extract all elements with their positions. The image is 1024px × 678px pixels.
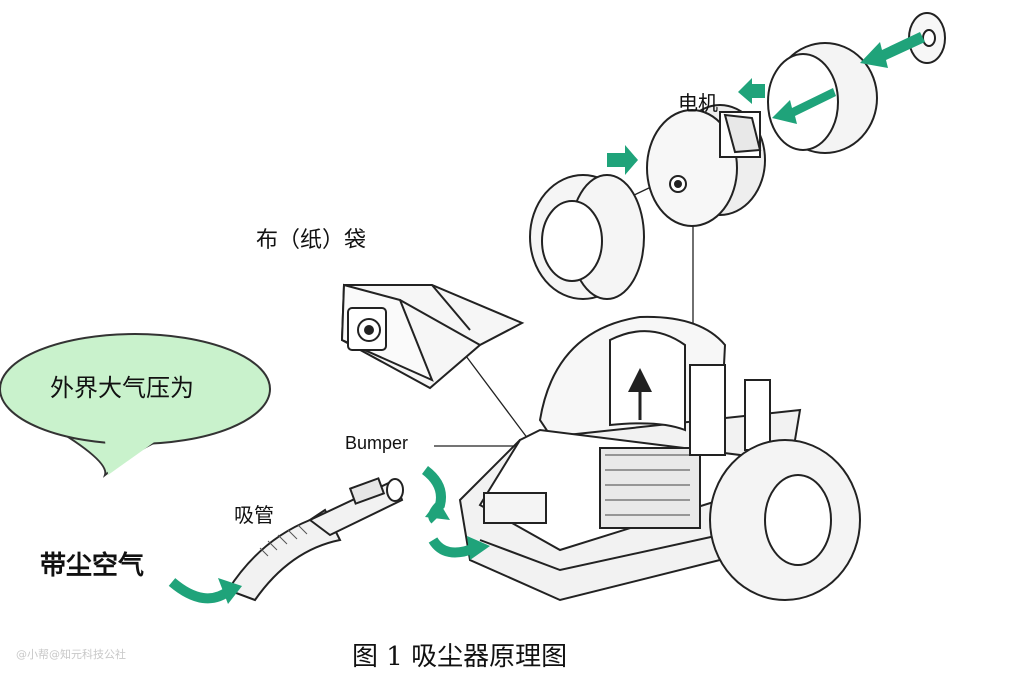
arrow-rear-filter (772, 88, 836, 124)
hose (226, 477, 404, 602)
label-motor: 电机 (678, 91, 718, 115)
arrow-head-body (425, 500, 450, 520)
paper-bag (340, 283, 525, 390)
airflow-arrows (168, 32, 925, 604)
arrow-motor-top (738, 78, 765, 104)
arrow-exhaust (860, 32, 925, 68)
arrow-head-chamber (467, 536, 490, 560)
wheel (709, 439, 861, 601)
arrow-head-hose (218, 578, 242, 604)
motor (646, 104, 766, 227)
label-dusty-air: 带尘空气 (40, 551, 145, 581)
figure-caption: 图 1 吸尘器原理图 (352, 642, 568, 672)
label-cloth-bag: 布（纸）袋 (256, 228, 367, 253)
vacuum-body (458, 315, 802, 602)
filter-rear (767, 42, 878, 154)
speech-bubble (0, 333, 271, 478)
watermark: @小帮@知元科技公社 (16, 648, 126, 661)
arrow-into-motor (607, 145, 638, 175)
filter-ring-front (529, 174, 645, 300)
label-hose: 吸管 (234, 503, 274, 527)
bubble-text: 外界大气压为 (50, 374, 194, 402)
label-bumper: Bumper (345, 433, 409, 453)
